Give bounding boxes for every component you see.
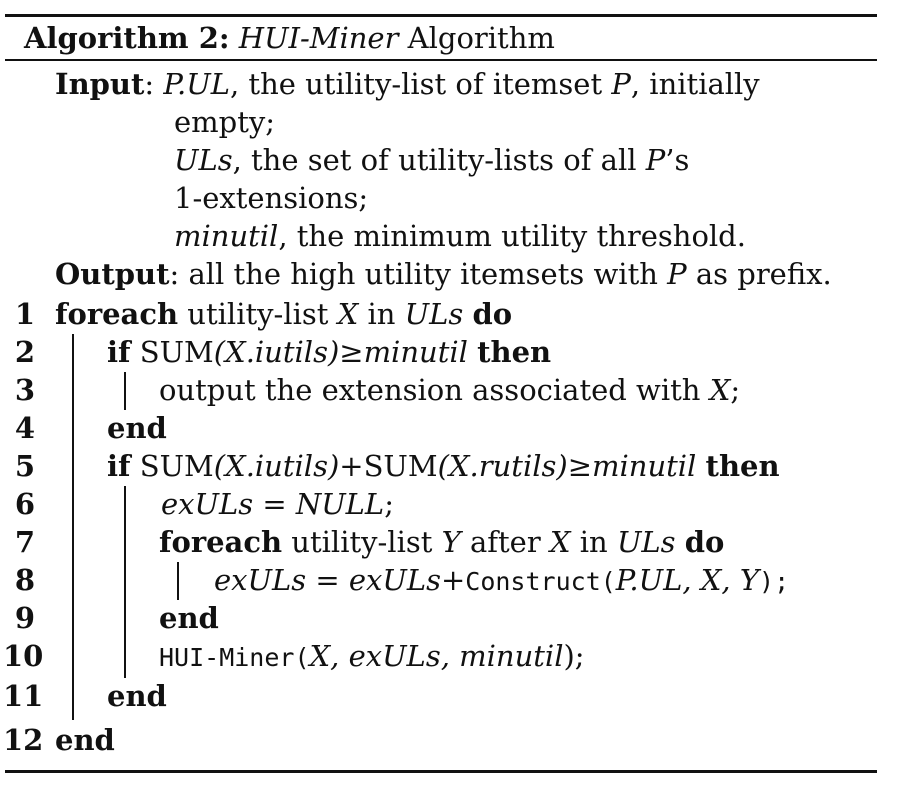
input-line-2: empty;: [174, 105, 276, 139]
line-number: 4: [14, 411, 35, 445]
algorithm-title-suffix: Algorithm: [407, 21, 555, 55]
output-line: Output: all the high utility itemsets wi…: [55, 257, 832, 291]
code-line-3: output the extension associated with X;: [159, 373, 741, 407]
code-line-12: end: [55, 723, 115, 757]
input-line-5: minutil, the minimum utility threshold.: [174, 219, 746, 253]
output-label: Output: [55, 257, 170, 291]
code-line-5: if SUM(X.iutils)+SUM(X.rutils)≥minutil t…: [107, 449, 780, 483]
line-number: 7: [14, 525, 35, 559]
line-number: 6: [14, 487, 35, 521]
line-number: 2: [14, 335, 35, 369]
code-line-11: end: [107, 679, 167, 713]
line-number: 9: [14, 601, 35, 635]
bottom-rule: [5, 770, 877, 773]
algorithm-caption: Algorithm 2: HUI-Miner Algorithm: [24, 20, 555, 56]
line-number: 5: [14, 449, 35, 483]
code-line-2: if SUM(X.iutils)≥minutil then: [107, 335, 552, 369]
if-block-bar-2: [124, 486, 126, 678]
code-line-1: foreach utility-list X in ULs do: [55, 297, 513, 331]
input-label: Input: [55, 67, 145, 101]
code-line-10: HUI-Miner(X, exULs, minutil);: [159, 639, 585, 673]
line-number: 8: [14, 563, 35, 597]
code-line-8: exULs = exULs+Construct(P.UL, X, Y);: [214, 563, 790, 597]
header-rule: [5, 59, 877, 61]
inner-foreach-bar: [177, 562, 179, 600]
line-number: 1: [14, 297, 35, 331]
line-number: 11: [3, 679, 44, 713]
code-line-7: foreach utility-list Y after X in ULs do: [159, 525, 725, 559]
foreach-block-bar: [72, 334, 74, 720]
input-line-4: 1-extensions;: [174, 181, 369, 215]
code-line-9: end: [159, 601, 219, 635]
if-block-bar-1: [124, 372, 126, 410]
input-line-3: ULs, the set of utility-lists of all P’s: [174, 143, 690, 177]
code-line-4: end: [107, 411, 167, 445]
line-number: 10: [3, 639, 44, 673]
code-line-6: exULs = NULL;: [161, 487, 394, 521]
line-number: 12: [3, 723, 44, 757]
line-number: 3: [14, 373, 35, 407]
algorithm-name: HUI-Miner: [238, 21, 399, 55]
algorithm-label: Algorithm 2:: [24, 21, 230, 55]
input-line-1: Input: P.UL, the utility-list of itemset…: [55, 67, 760, 101]
top-rule: [5, 14, 877, 17]
